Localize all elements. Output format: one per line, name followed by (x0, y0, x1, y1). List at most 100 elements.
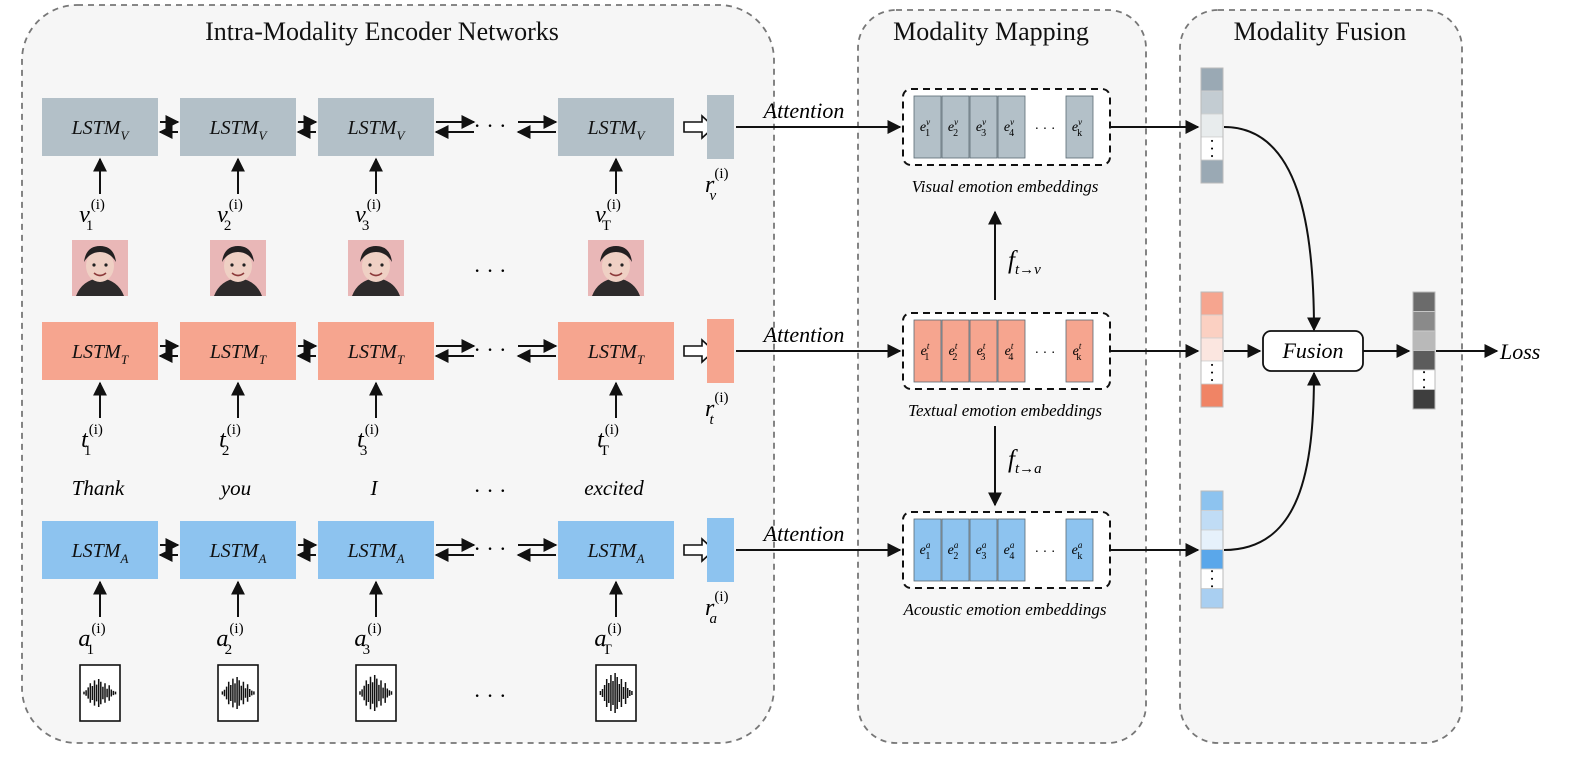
embedding-cell (913, 319, 942, 383)
representation-label: r(i)t (705, 390, 729, 428)
word-token: you (219, 476, 251, 500)
lstm-cell-visual (42, 98, 158, 156)
visual-vector-cell (1200, 113, 1224, 138)
lstm-cell-visual (180, 98, 296, 156)
acoustic-vector-cell (1200, 549, 1224, 570)
visual-to-fusion-arrow (1223, 126, 1321, 332)
lstm-cell-acoustic (318, 521, 434, 579)
input-label: a(i)2 (216, 621, 243, 658)
ellipsis: · · · (474, 478, 507, 503)
embedding-cell (913, 95, 942, 159)
vertical-ellipsis: · · · (1417, 370, 1432, 390)
fused-vector-cell (1412, 350, 1436, 371)
ellipsis: · · · (1035, 545, 1056, 560)
embedding-cell (1065, 95, 1094, 159)
ellipsis: · · · (474, 337, 507, 362)
embedding-cell (969, 518, 998, 582)
fusion-panel (1179, 9, 1463, 744)
lstm-label: LSTMA (587, 540, 645, 566)
input-label: t(i)1 (81, 422, 103, 459)
textual-vector-cell (1200, 337, 1224, 362)
vertical-ellipsis: · · · (1205, 569, 1220, 589)
lstm-label: LSTMV (209, 117, 269, 143)
attention-label: Attention (762, 322, 845, 347)
lstm-cell-visual (318, 98, 434, 156)
representation-label: r(i)a (705, 589, 729, 627)
fused-vector-cell (1412, 330, 1436, 351)
embedding-cell (997, 95, 1026, 159)
lstm-label: LSTMA (71, 540, 129, 566)
vertical-ellipsis: · · · (1205, 363, 1220, 383)
fused-vector (1412, 291, 1436, 410)
acoustic-vector-cell (1200, 588, 1224, 609)
lstm-cell-textual (318, 322, 434, 380)
fused-vector-cell (1412, 291, 1436, 312)
vertical-ellipsis: · · · (1205, 139, 1220, 159)
lstm-cell-acoustic (558, 521, 674, 579)
visual-vector-cell (1200, 90, 1224, 115)
textual-vector (1200, 291, 1224, 408)
waveform-image (79, 664, 121, 722)
acoustic-vector-cell (1200, 490, 1224, 511)
lstm-label: LSTMT (71, 341, 129, 367)
embedding-cell (941, 95, 970, 159)
ellipsis: · · · (1035, 122, 1056, 137)
input-label: a(i)T (594, 621, 621, 658)
lstm-cell-textual (558, 322, 674, 380)
face-image (72, 240, 128, 296)
face-image (348, 240, 404, 296)
ellipsis: · · · (474, 113, 507, 138)
lstm-label: LSTMA (347, 540, 405, 566)
ellipsis: · · · (474, 683, 507, 708)
input-label: v(i)1 (79, 197, 105, 234)
representation-label: r(i)v (705, 166, 729, 204)
embedding-cell (969, 319, 998, 383)
input-label: v(i)3 (355, 197, 381, 234)
ellipsis: · · · (1035, 346, 1056, 361)
embedding-caption: Visual emotion embeddings (912, 177, 1099, 196)
textual-vector-cell (1200, 314, 1224, 339)
lstm-label: LSTMV (587, 117, 647, 143)
embedding-cell (1065, 518, 1094, 582)
textual-vector-cell (1200, 383, 1224, 408)
embedding-cell (941, 319, 970, 383)
mapping-label-to-visual: ft→v (1008, 247, 1041, 278)
input-label: t(i)2 (219, 422, 241, 459)
fused-vector-cell (1412, 389, 1436, 410)
input-label: v(i)T (595, 197, 621, 234)
input-label: a(i)1 (78, 621, 105, 658)
acoustic-vector (1200, 490, 1224, 609)
visual-vector-cell (1200, 67, 1224, 92)
acoustic-vector-cell (1200, 529, 1224, 550)
embedding-cell (941, 518, 970, 582)
representation-visual (707, 95, 734, 159)
representation-textual (707, 319, 734, 383)
waveform-image (217, 664, 259, 722)
lstm-cell-textual (42, 322, 158, 380)
loss-label: Loss (1499, 339, 1540, 364)
waveform-image (355, 664, 397, 722)
embedding-cell (969, 95, 998, 159)
lstm-cell-visual (558, 98, 674, 156)
lstm-cell-acoustic (42, 521, 158, 579)
input-label: t(i)T (597, 422, 619, 459)
word-token: Thank (72, 476, 125, 500)
input-label: a(i)3 (354, 621, 381, 658)
lstm-label: LSTMT (587, 341, 645, 367)
textual-vector-cell (1200, 291, 1224, 316)
fusion-label: Fusion (1281, 338, 1343, 363)
ellipsis: · · · (474, 258, 507, 283)
encoder-panel-title: Intra-Modality Encoder Networks (205, 17, 559, 46)
mapping-label-to-acoustic: ft→a (1008, 446, 1042, 477)
embedding-cell (997, 518, 1026, 582)
